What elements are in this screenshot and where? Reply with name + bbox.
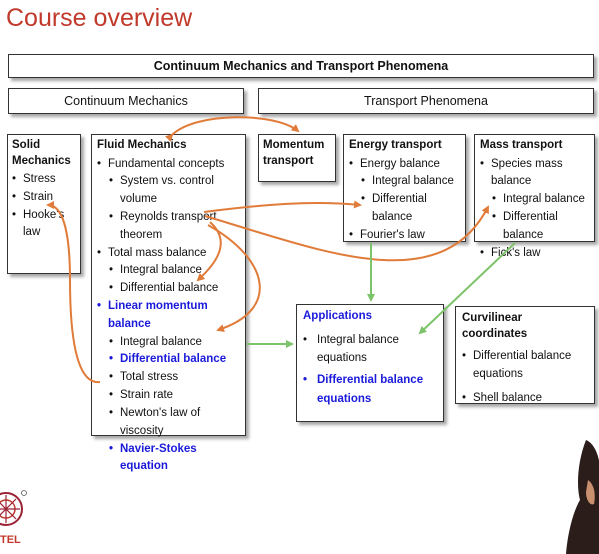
mass-transport-title: Mass transport xyxy=(480,139,563,151)
list-item: Fundamental concepts xyxy=(97,156,240,174)
list-item: Differential balance equations xyxy=(303,371,437,408)
applications-title: Applications xyxy=(303,310,373,322)
transport-phenomena-header: Transport Phenomena xyxy=(258,88,594,114)
course-banner: Continuum Mechanics and Transport Phenom… xyxy=(8,54,594,78)
list-item: Reynolds transport theorem xyxy=(97,209,240,245)
fluid-mechanics-list: Fundamental concepts System vs. control … xyxy=(97,156,240,477)
page-title: Course overview xyxy=(6,4,193,32)
list-item: Newton's law of viscosity xyxy=(97,405,240,441)
list-item: Species mass balance xyxy=(480,156,589,192)
continuum-mechanics-header: Continuum Mechanics xyxy=(8,88,244,114)
fluid-mechanics-box: Fluid Mechanics Fundamental concepts Sys… xyxy=(91,134,246,472)
list-item: Hooke's law xyxy=(12,207,76,243)
fluid-mechanics-title: Fluid Mechanics xyxy=(97,139,187,151)
list-item: Differential balance xyxy=(349,191,460,227)
nptel-logo-icon xyxy=(0,490,27,526)
momentum-transport-box: Momentum transport xyxy=(258,134,336,182)
list-item: Integral balance equations xyxy=(303,331,437,368)
list-item: Stress xyxy=(12,171,76,189)
list-item: Total mass balance xyxy=(97,245,240,263)
list-item: Integral balance xyxy=(349,173,460,191)
list-item: Differential balance xyxy=(97,280,240,298)
list-item: Fick's law xyxy=(480,245,589,263)
mass-transport-box: Mass transport Species mass balance Inte… xyxy=(474,134,595,262)
list-item: Integral balance xyxy=(97,334,240,352)
list-item: Navier-Stokes equation xyxy=(97,441,240,477)
list-item: Integral balance xyxy=(97,262,240,280)
list-item: System vs. control volume xyxy=(97,173,240,209)
energy-transport-list: Energy balance Integral balance Differen… xyxy=(349,156,460,245)
list-item: Differential balance xyxy=(480,209,589,245)
list-item: Strain xyxy=(12,189,76,207)
list-item: Total stress xyxy=(97,369,240,387)
applications-list: Integral balance equations Differential … xyxy=(303,331,437,409)
list-item: Linear momentum balance xyxy=(97,298,240,334)
list-item: Differential balance equations xyxy=(462,348,588,384)
solid-mechanics-title: Solid Mechanics xyxy=(12,139,71,167)
list-item: Strain rate xyxy=(97,387,240,405)
curvilinear-coordinates-list: Differential balance equations Shell bal… xyxy=(462,348,588,407)
energy-transport-title: Energy transport xyxy=(349,139,442,151)
applications-box: Applications Integral balance equations … xyxy=(296,304,444,422)
arrow-fluid-to-momentum xyxy=(164,116,300,143)
momentum-transport-title: Momentum transport xyxy=(263,139,325,167)
list-item: Differential balance xyxy=(97,351,240,369)
solid-mechanics-box: Solid Mechanics Stress Strain Hooke's la… xyxy=(7,134,81,274)
list-item: Shell balance xyxy=(462,390,588,408)
mass-transport-list: Species mass balance Integral balance Di… xyxy=(480,156,589,263)
energy-transport-box: Energy transport Energy balance Integral… xyxy=(343,134,466,245)
list-item: Integral balance xyxy=(480,191,589,209)
banner-text: Continuum Mechanics and Transport Phenom… xyxy=(153,58,449,73)
list-item: Fourier's law xyxy=(349,227,460,245)
presenter-image xyxy=(566,440,599,554)
solid-mechanics-list: Stress Strain Hooke's law xyxy=(12,171,76,242)
curvilinear-coordinates-box: Curvilinear coordinates Differential bal… xyxy=(455,306,595,407)
curvilinear-coordinates-title: Curvilinear coordinates xyxy=(462,312,528,340)
list-item: Energy balance xyxy=(349,156,460,174)
logo-text: TEL xyxy=(0,534,21,546)
transport-phenomena-label: Transport Phenomena xyxy=(364,93,488,108)
continuum-mechanics-label: Continuum Mechanics xyxy=(64,93,188,108)
